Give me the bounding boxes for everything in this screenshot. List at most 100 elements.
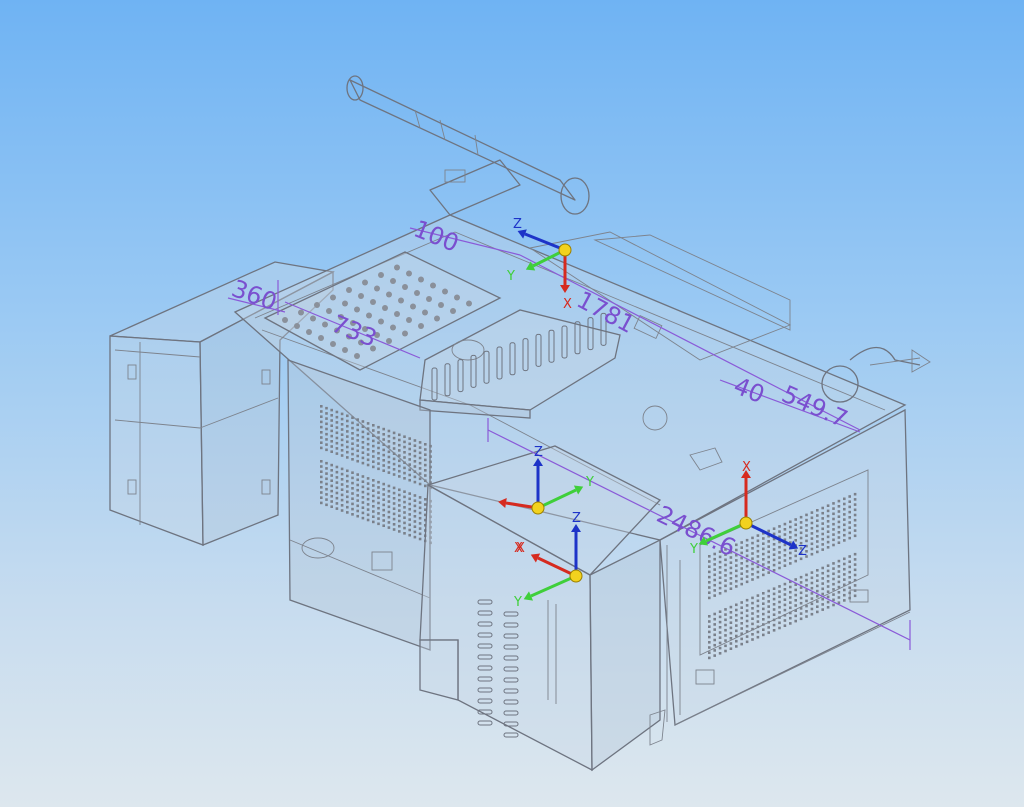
mesh-cell [330, 450, 333, 453]
mesh-cell [832, 522, 835, 526]
mesh-cell [377, 467, 380, 471]
mesh-cell [424, 508, 427, 511]
mesh-cell [816, 584, 819, 588]
mesh-cell [762, 558, 765, 561]
mesh-cell [794, 549, 797, 552]
mesh-cell [424, 463, 427, 467]
left-housing[interactable] [109, 261, 335, 546]
mesh-cell [403, 526, 406, 530]
mesh-cell [320, 501, 323, 505]
mesh-cell [418, 511, 422, 515]
mesh-cell [853, 492, 857, 496]
mesh-cell [429, 499, 432, 503]
main-top-deck[interactable] [233, 214, 907, 541]
mesh-cell [810, 511, 814, 514]
mesh-cell [413, 509, 417, 513]
mesh-cell [729, 571, 733, 575]
mesh-cell [729, 561, 733, 564]
mesh-cell [756, 534, 760, 537]
mesh-cell [751, 557, 754, 560]
mesh-cell [366, 448, 370, 451]
mesh-cell [346, 479, 349, 483]
mesh-cell [767, 620, 770, 624]
mesh-cell [372, 520, 375, 524]
mesh-cell [789, 590, 792, 594]
mesh-cell [377, 496, 380, 500]
mesh-cell [810, 612, 814, 616]
mesh-cell [387, 434, 391, 438]
mesh-cell [724, 613, 727, 616]
grille-slot [483, 350, 490, 384]
mesh-cell [366, 492, 370, 496]
vent-grille-cover[interactable] [419, 309, 621, 419]
triad-origin[interactable] [558, 243, 572, 257]
mesh-cell [325, 503, 328, 507]
mesh-cell [413, 494, 417, 497]
mesh-cell [372, 515, 375, 518]
mesh-cell [794, 518, 797, 521]
mesh-cell [418, 477, 422, 481]
triad-origin[interactable] [739, 516, 753, 530]
mesh-cell [740, 632, 743, 635]
dimension-annotations [227, 227, 911, 650]
mesh-cell [735, 619, 738, 622]
mesh-cell [805, 578, 808, 582]
mesh-cell [745, 538, 749, 542]
front-control-box[interactable] [419, 445, 662, 772]
mesh-cell [713, 568, 716, 571]
mesh-cell [377, 446, 380, 450]
mesh-cell [724, 553, 727, 556]
mesh-cell [735, 603, 738, 607]
mesh-cell [713, 557, 716, 561]
mesh-cell [799, 536, 803, 540]
grille-slot [600, 312, 607, 346]
louver-slot [503, 655, 519, 661]
mesh-cell [366, 453, 370, 456]
mesh-cell [713, 638, 716, 642]
mesh-cell [837, 510, 841, 513]
mesh-cell [794, 619, 797, 623]
coordinate-triad[interactable]: XYZ [506, 217, 572, 312]
mesh-cell [346, 424, 349, 428]
mesh-cell [356, 514, 359, 518]
mesh-cell [424, 498, 427, 501]
mesh-cell [356, 499, 359, 502]
mesh-cell [767, 600, 770, 603]
mesh-cell [346, 414, 349, 418]
mesh-cell [810, 521, 814, 525]
mesh-cell [772, 548, 776, 551]
mesh-cell [320, 496, 323, 499]
mesh-cell [740, 546, 743, 549]
coordinate-triad[interactable]: XYZ [513, 511, 583, 610]
mesh-cell [413, 444, 417, 447]
mesh-cell [772, 597, 776, 601]
mesh-cell [778, 616, 781, 619]
coordinate-triad[interactable]: XYZ [498, 445, 594, 556]
axis-x-arrowhead [498, 498, 507, 508]
mesh-cell [335, 452, 339, 455]
triad-origin[interactable] [569, 569, 583, 583]
mesh-cell [382, 488, 385, 491]
mesh-cell [778, 551, 781, 554]
mesh-cell [778, 530, 781, 533]
mesh-cell [335, 507, 339, 510]
mesh-cell [756, 625, 760, 629]
mesh-cell [826, 574, 830, 578]
mesh-cell [826, 600, 830, 604]
mesh-cell [837, 601, 841, 604]
mesh-cell [377, 451, 380, 455]
mesh-cell [729, 545, 733, 549]
mesh-cell [789, 556, 792, 560]
mesh-cell [799, 607, 803, 610]
axis-x-label: X [563, 297, 572, 312]
mesh-cell [756, 555, 760, 558]
mesh-cell [794, 528, 797, 532]
triad-origin[interactable] [531, 501, 545, 515]
mesh-cell [424, 503, 427, 506]
mesh-cell [799, 575, 803, 579]
mesh-cell [351, 476, 354, 480]
mesh-cell [351, 432, 354, 435]
